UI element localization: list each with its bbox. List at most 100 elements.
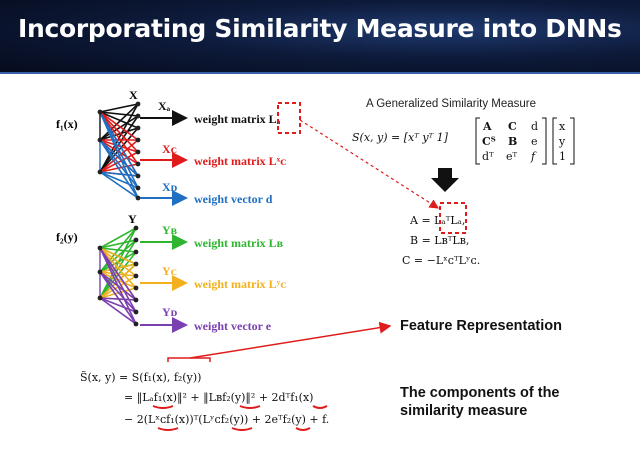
neuron-node — [135, 185, 141, 191]
vector-cell: 1 — [559, 150, 566, 163]
connection-line — [99, 271, 137, 325]
formula-line-1: S̃(x, y) = S(f₁(x), f₂(y)) — [80, 371, 201, 384]
decomp-b: B = LʙᵀLʙ, — [410, 234, 469, 247]
neuron-node — [135, 149, 141, 155]
header-divider — [0, 72, 640, 74]
yd-label: Yᴅ — [162, 305, 178, 319]
slide-header: Incorporating Similarity Measure into DN… — [0, 0, 640, 74]
connection-line — [99, 111, 139, 141]
feature-representation-label: Feature Representation — [400, 318, 562, 334]
connection-line — [99, 151, 139, 173]
similarity-matrix: A C d Cᵀ B e dᵀ eᵀ f — [475, 117, 547, 165]
formula-line-3: − 2(Lˣᴄf₁(x))ᵀ(Lʸᴄf₂(y)) + 2eᵀf₂(y) + f. — [124, 413, 329, 426]
yd-text: weight vector e — [194, 319, 272, 333]
neuron-node — [135, 125, 141, 131]
decomp-c: C = −LˣᴄᵀLʸᴄ. — [402, 254, 480, 267]
neuron-node — [135, 161, 141, 167]
xd-text: weight vector d — [194, 192, 273, 206]
connection-line — [99, 263, 137, 273]
la-highlight-box — [277, 102, 301, 134]
connection-line — [99, 115, 139, 141]
connection-line — [99, 139, 139, 165]
xc-text: weight matrix Lˣᴄ — [194, 154, 286, 168]
decomp-a: A = LₐᵀLₐ, — [409, 214, 465, 227]
matrix-cell: f — [530, 150, 537, 163]
connection-line — [99, 297, 137, 325]
neuron-node — [97, 295, 103, 301]
vector-cell: x — [559, 120, 566, 133]
y-node-label: Y — [128, 212, 137, 226]
connection-line — [99, 171, 139, 177]
yb-label: Yʙ — [162, 223, 178, 237]
matrix-cell: dᵀ — [482, 150, 494, 163]
neuron-node — [97, 137, 103, 143]
network-x — [97, 101, 141, 201]
f2-label: f₂(y) — [56, 230, 78, 244]
connection-line — [99, 227, 137, 249]
connection-line — [99, 139, 139, 177]
connection-line — [99, 139, 139, 199]
connection-line — [99, 297, 137, 313]
neuron-node — [97, 269, 103, 275]
xd-label: Xᴅ — [162, 180, 178, 194]
yb-text: weight matrix Lʙ — [194, 236, 284, 250]
connection-line — [99, 227, 137, 273]
matrix-cell: eᵀ — [506, 150, 518, 163]
xy1-vector: x y 1 — [552, 117, 575, 165]
connection-line — [99, 271, 137, 301]
neuron-node — [97, 109, 103, 115]
xc-label: Xᴄ — [162, 142, 177, 156]
connection-line — [99, 247, 137, 265]
f1-label: f₁(x) — [56, 117, 78, 131]
neuron-node — [133, 285, 139, 291]
formula-underlines — [152, 405, 328, 431]
neuron-node — [135, 113, 141, 119]
connection-line — [99, 103, 139, 113]
xa-text: weight matrix Lₐ — [194, 112, 281, 126]
neuron-node — [133, 273, 139, 279]
neuron-node — [135, 137, 141, 143]
neuron-node — [133, 309, 139, 315]
connection-line — [99, 247, 137, 313]
feature-bracket — [167, 357, 211, 362]
connection-line — [99, 247, 137, 277]
x-node-label: X — [129, 88, 138, 102]
feature-arrow — [189, 321, 392, 359]
connection-line — [99, 297, 137, 301]
connection-line — [99, 111, 139, 199]
neuron-node — [133, 297, 139, 303]
generalized-caption: A Generalized Similarity Measure — [366, 98, 536, 110]
neuron-node — [135, 173, 141, 179]
connection-line — [99, 127, 139, 141]
matrix-cell: Cᵀ — [482, 135, 496, 148]
matrix-cell: B — [508, 135, 517, 148]
formula-line-2: = ‖Lₐf₁(x)‖² + ‖Lʙf₂(y)‖² + 2dᵀf₁(x) — [124, 391, 313, 405]
neuron-node — [97, 169, 103, 175]
neuron-node — [135, 101, 141, 107]
connection-line — [99, 103, 139, 141]
neuron-node — [133, 225, 139, 231]
vector-cell: y — [558, 135, 566, 148]
matrix-cell: e — [531, 135, 538, 148]
down-arrow-icon — [431, 168, 459, 192]
neuron-node — [133, 321, 139, 327]
connection-line — [99, 171, 139, 189]
connection-line — [99, 247, 137, 301]
matrix-cell: A — [482, 120, 492, 133]
slide-title: Incorporating Similarity Measure into DN… — [18, 14, 622, 43]
connection-line — [99, 139, 139, 153]
yc-text: weight matrix Lʸᴄ — [194, 277, 287, 291]
connection-line — [99, 271, 137, 313]
matrix-cell: d — [531, 120, 538, 133]
neuron-node — [133, 249, 139, 255]
yc-label: Yᴄ — [162, 264, 177, 278]
connection-line — [99, 139, 139, 189]
connection-line — [99, 111, 139, 177]
neuron-node — [133, 261, 139, 267]
xa-label: Xₐ — [158, 99, 171, 113]
neuron-node — [97, 245, 103, 251]
connection-line — [99, 171, 139, 199]
components-line-2: similarity measure — [400, 403, 527, 419]
neuron-node — [133, 237, 139, 243]
neuron-node — [135, 195, 141, 201]
